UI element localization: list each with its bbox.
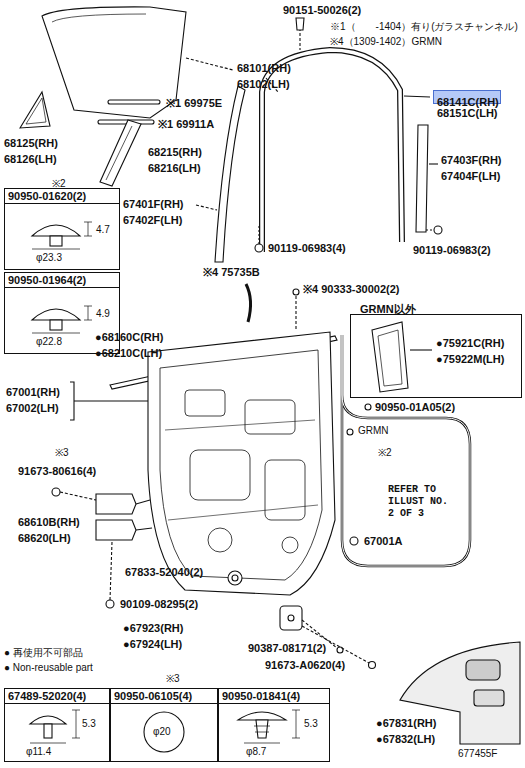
part-number: 90119-06983(4) [268, 241, 346, 255]
part-number: GRMN以外 [360, 302, 416, 316]
table-header: 90950-01964(2) [8, 273, 86, 287]
part-number: 67402F(LH) [123, 213, 182, 227]
header-rule [4, 703, 110, 704]
fastener-box: 90950-01620(2) 4.7 φ23.3 [4, 188, 120, 270]
part-number: 67002(LH) [6, 401, 59, 415]
dimension: 5.3 [82, 718, 96, 730]
part-number: 68610B(RH) [18, 515, 80, 529]
table-header: 90950-01620(2) [8, 189, 86, 203]
part-number: 68102(LH) [237, 77, 290, 91]
part-number: 91673-80616(4) [18, 464, 96, 478]
dimension: 5.3 [304, 718, 318, 730]
part-number: 68101(RH) [237, 61, 291, 75]
table-header: 90950-01841(4) [222, 689, 300, 703]
part-number: ※4 75735B [203, 265, 260, 279]
note-text: REFER TO ILLUST NO. 2 OF 3 [388, 484, 452, 520]
dimension: φ22.8 [36, 336, 62, 348]
part-number: ●75922M(LH) [436, 352, 504, 366]
table-header: 90950-06105(4) [114, 689, 192, 703]
part-number: ※1 69911A [158, 117, 214, 131]
part-number: 68141C(RH) [437, 96, 499, 108]
dimension: φ11.4 [26, 746, 51, 758]
note-mark: ● Non-reusable part [4, 662, 93, 674]
header-rule [4, 287, 120, 288]
part-number: 68151C(LH) [437, 106, 498, 120]
note-mark: ※3 [55, 447, 69, 459]
part-number: ●67923(RH) [123, 621, 183, 635]
part-number: ●67832(LH) [376, 732, 435, 746]
note-mark: ※1（ -1404）有り(ガラスチャンネル) [330, 21, 518, 33]
part-number: 90387-08171(2) [248, 641, 326, 655]
part-number: ●68210C(LH) [95, 346, 162, 360]
note-mark: ※3 [166, 673, 180, 685]
fastener-box: 67489-52020(4) 5.3 φ11.4 [4, 688, 110, 762]
dimension: 4.9 [96, 308, 110, 320]
part-number: ●75921C(RH) [436, 336, 504, 350]
note-mark: ※2 [378, 447, 392, 459]
part-number: 90119-06983(2) [413, 243, 491, 257]
part-number: 90950-01A05(2) [375, 400, 455, 414]
dimension: φ20 [153, 726, 171, 738]
dimension: φ8.7 [246, 746, 266, 758]
note-mark: GRMN [358, 425, 389, 437]
part-number: 90151-50026(2) [283, 3, 361, 17]
part-number: 67404F(LH) [441, 169, 500, 183]
part-number: 68126(LH) [4, 152, 57, 166]
table-header: 67489-52020(4) [8, 689, 86, 703]
fastener-box: 90950-06105(4) φ20 [110, 688, 218, 762]
header-rule [4, 203, 120, 204]
part-number: ※4 90333-30002(2) [303, 282, 399, 296]
part-number: 67403F(RH) [441, 153, 502, 167]
note-mark: ● 再使用不可部品 [4, 647, 83, 659]
part-number: ●67924(LH) [123, 637, 182, 651]
part-number: 68125(RH) [4, 136, 58, 150]
part-number: ●68160C(RH) [95, 330, 163, 344]
part-number: ●67831(RH) [376, 716, 436, 730]
part-number: ※1 69975E [166, 96, 222, 110]
note-mark: 677455F [458, 748, 497, 760]
dimension: 4.7 [96, 224, 110, 236]
header-rule [218, 703, 330, 704]
part-number: 90109-08295(2) [120, 597, 198, 611]
part-number: 68216(LH) [148, 161, 201, 175]
part-number: 91673-A0620(4) [265, 658, 345, 672]
part-number: 67001(RH) [6, 385, 60, 399]
fastener-box: 90950-01964(2) 4.9 φ22.8 [4, 272, 120, 354]
dimension: φ23.3 [36, 252, 62, 264]
fastener-box: 90950-01841(4) 5.3 φ8.7 [218, 688, 330, 762]
note-mark: ※4（1309-1402）GRMN [330, 36, 442, 48]
part-number: 68620(LH) [18, 531, 71, 545]
highlighted-part: 68141C(RH) [433, 90, 501, 104]
part-number: 67001A [364, 534, 403, 548]
part-number: 67401F(RH) [123, 197, 184, 211]
variant-box: GRMN以外 ●75921C(RH) ●75922M(LH) [350, 300, 522, 398]
header-rule [110, 703, 218, 704]
part-number: 67833-52040(2) [125, 565, 203, 579]
part-number: 68215(RH) [148, 145, 202, 159]
